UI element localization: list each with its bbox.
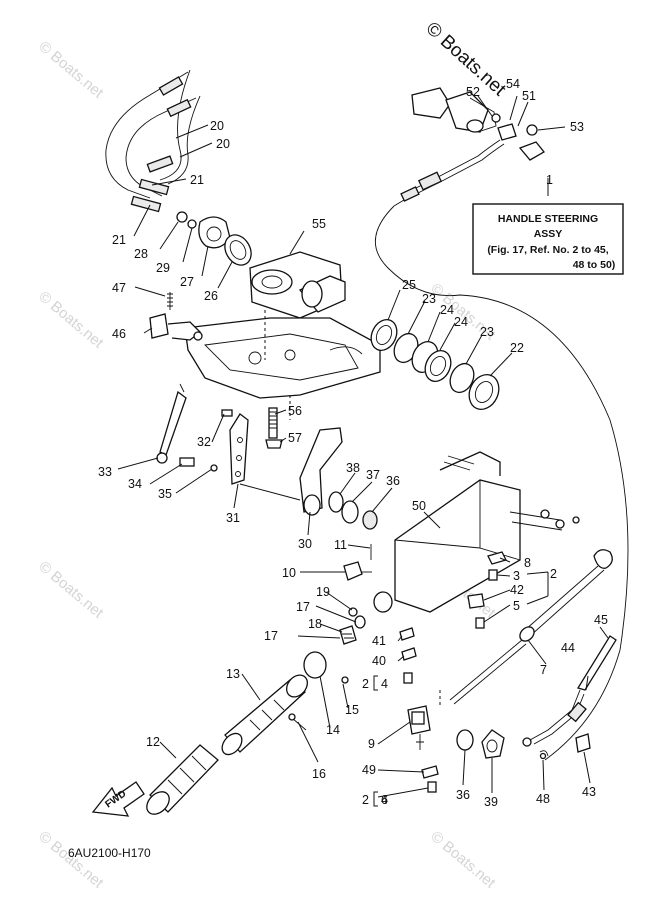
callout-22: 22: [510, 341, 524, 355]
friction-lever: [156, 383, 187, 464]
callout-17: 17: [264, 629, 278, 643]
steering-arm: [239, 427, 343, 516]
bushings: [328, 491, 378, 530]
callout-26: 26: [204, 289, 218, 303]
callout-12: 12: [146, 735, 160, 749]
note-line-1: HANDLE STEERING: [498, 213, 598, 225]
pivot-bolt: [265, 407, 283, 449]
callout-21: 21: [112, 233, 126, 247]
callout-10: 10: [282, 566, 296, 580]
callout-8: 8: [524, 556, 531, 570]
note-line-2: ASSY: [534, 228, 563, 240]
callout-36: 36: [456, 788, 470, 802]
detent-clip: [149, 292, 203, 341]
note-line-4: 48 to 50): [573, 259, 616, 271]
note-line-3: (Fig. 17, Ref. No. 2 to 45,: [487, 244, 608, 256]
assembly-outline-curve: [374, 205, 629, 761]
diagram-code: 6AU2100-H170: [68, 846, 151, 860]
washer-stack: [370, 318, 500, 411]
callout-4: 4: [381, 677, 388, 691]
callout-29: 29: [156, 261, 170, 275]
callout-16: 16: [312, 767, 326, 781]
callout-36: 36: [386, 474, 400, 488]
callout-9: 9: [368, 737, 375, 751]
callout-42: 42: [510, 583, 524, 597]
callout-2: 2: [362, 793, 369, 807]
callout-43: 43: [582, 785, 596, 799]
callout-33: 33: [98, 465, 112, 479]
callout-28: 28: [134, 247, 148, 261]
callout-50: 50: [412, 499, 426, 513]
callout-7: 7: [540, 663, 547, 677]
callout-15: 15: [345, 703, 359, 717]
watermark: © Boats.net: [35, 38, 107, 102]
callout-51: 51: [522, 89, 536, 103]
callout-2: 2: [550, 567, 557, 581]
callout-39: 39: [484, 795, 498, 809]
callout-54: 54: [506, 77, 520, 91]
forward-arrow: FWD: [91, 781, 145, 817]
callout-23: 23: [480, 325, 494, 339]
throttle-grip-assembly: [146, 651, 349, 815]
callout-17: 17: [296, 600, 310, 614]
handle-steering-assy-icon: [393, 87, 545, 207]
callout-57: 57: [288, 431, 302, 445]
watermark: © Boats.net: [427, 828, 499, 892]
watermark: © Boats.net: [35, 558, 107, 622]
callout-24: 24: [454, 315, 468, 329]
callout-46: 46: [112, 327, 126, 341]
steering-bracket-assembly: [184, 251, 381, 420]
callout-55: 55: [312, 217, 326, 231]
callout-32: 32: [197, 435, 211, 449]
callout-27: 27: [180, 275, 194, 289]
callout-6: 6: [381, 793, 388, 807]
callout-52: 52: [466, 85, 480, 99]
callout-40: 40: [372, 654, 386, 668]
callout-30: 30: [298, 537, 312, 551]
note-box: HANDLE STEERING ASSY (Fig. 17, Ref. No. …: [472, 203, 624, 275]
callout-34: 34: [128, 477, 142, 491]
callout-53: 53: [570, 120, 584, 134]
callout-23: 23: [422, 292, 436, 306]
callout-37: 37: [366, 468, 380, 482]
callout-41: 41: [372, 634, 386, 648]
callout-13: 13: [226, 667, 240, 681]
callout-35: 35: [158, 487, 172, 501]
friction-plate: [179, 409, 249, 485]
callout-numbers: 1 2 2 2 3 4 4 5 6 7 8 9 10 11 12 13 14 1…: [98, 77, 608, 809]
control-cables-assembly: [105, 69, 252, 266]
handle-bracket: [373, 451, 580, 613]
callout-44: 44: [561, 641, 575, 655]
callout-47: 47: [112, 281, 126, 295]
callout-21: 21: [190, 173, 204, 187]
watermark: © Boats.net: [35, 288, 107, 352]
callout-24: 24: [440, 303, 454, 317]
callout-18: 18: [308, 617, 322, 631]
callout-20: 20: [210, 119, 224, 133]
callout-31: 31: [226, 511, 240, 525]
callout-49: 49: [362, 763, 376, 777]
watermark: © Boats.net: [35, 828, 107, 892]
leader-lines: [117, 95, 609, 807]
callout-5: 5: [513, 599, 520, 613]
bracket-hardware: [399, 551, 507, 684]
small-hardware: [339, 544, 372, 645]
callout-11: 11: [334, 538, 347, 552]
callout-3: 3: [513, 569, 520, 583]
callout-56: 56: [288, 404, 302, 418]
callout-14: 14: [326, 723, 340, 737]
callout-48: 48: [536, 792, 550, 806]
callout-4: 4: [381, 793, 388, 807]
lower-hardware: [407, 690, 505, 793]
callout-2: 2: [362, 677, 369, 691]
callout-38: 38: [346, 461, 360, 475]
callout-1: 1: [546, 173, 553, 187]
callout-25: 25: [402, 278, 416, 292]
callout-19: 19: [316, 585, 330, 599]
callout-45: 45: [594, 613, 608, 627]
callout-20: 20: [216, 137, 230, 151]
